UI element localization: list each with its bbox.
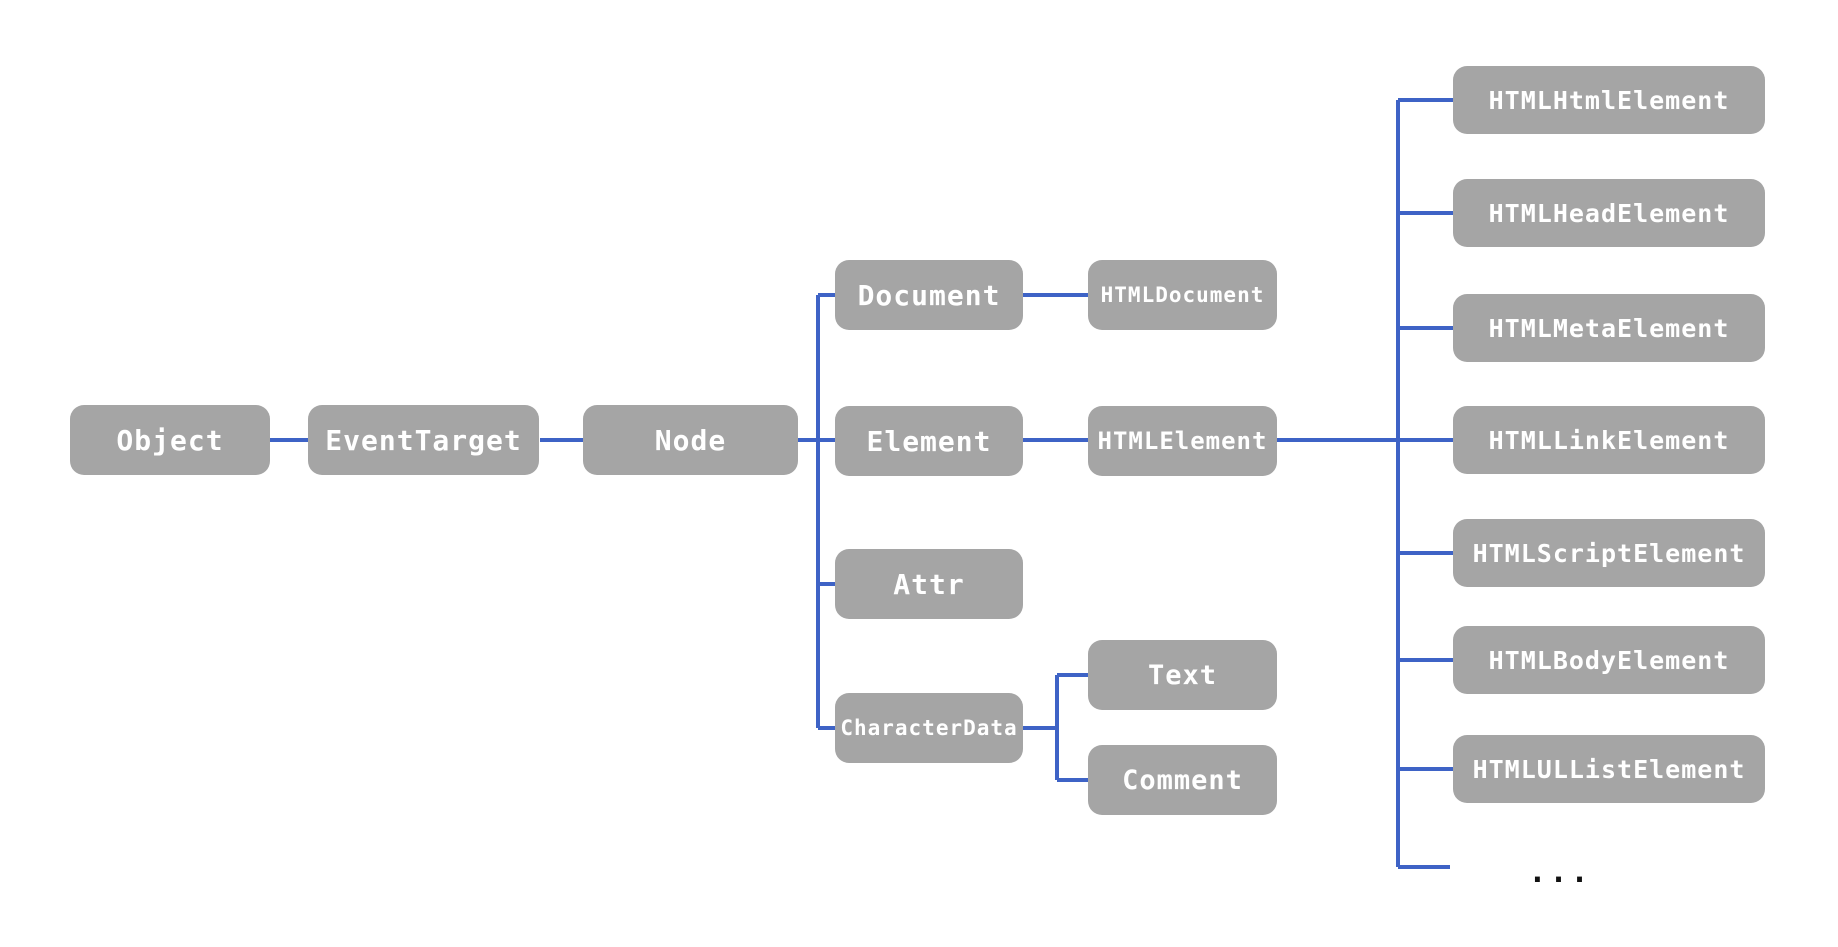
node-element: Element xyxy=(835,406,1023,476)
node-label: Object xyxy=(116,423,224,457)
node-html-element: HTMLElement xyxy=(1088,406,1277,476)
node-label: HTMLHtmlElement xyxy=(1488,85,1730,115)
node-html-head-element: HTMLHeadElement xyxy=(1453,179,1765,247)
node-label: HTMLElement xyxy=(1097,427,1268,455)
node-node: Node xyxy=(583,405,798,475)
node-label: HTMLULListElement xyxy=(1472,754,1746,784)
node-text: Text xyxy=(1088,640,1277,710)
node-character-data: CharacterData xyxy=(835,693,1023,763)
node-object: Object xyxy=(70,405,270,475)
node-label: EventTarget xyxy=(325,423,522,457)
node-label: Element xyxy=(866,424,992,458)
ellipsis-more-elements: ... xyxy=(1528,855,1592,890)
node-label: Document xyxy=(857,278,1001,312)
node-label: Text xyxy=(1147,659,1218,691)
node-label: HTMLHeadElement xyxy=(1488,198,1730,228)
node-comment: Comment xyxy=(1088,745,1277,815)
node-label: HTMLMetaElement xyxy=(1488,313,1730,343)
node-html-script-element: HTMLScriptElement xyxy=(1453,519,1765,587)
node-attr: Attr xyxy=(835,549,1023,619)
node-label: HTMLDocument xyxy=(1100,283,1265,307)
node-label: Attr xyxy=(893,567,965,601)
node-document: Document xyxy=(835,260,1023,330)
node-html-html-element: HTMLHtmlElement xyxy=(1453,66,1765,134)
node-html-link-element: HTMLLinkElement xyxy=(1453,406,1765,474)
node-label: Node xyxy=(654,423,727,457)
node-label: CharacterData xyxy=(840,716,1018,740)
node-label: Comment xyxy=(1122,764,1243,796)
node-label: HTMLLinkElement xyxy=(1488,425,1730,455)
node-label: HTMLBodyElement xyxy=(1488,645,1730,675)
node-event-target: EventTarget xyxy=(308,405,539,475)
node-html-body-element: HTMLBodyElement xyxy=(1453,626,1765,694)
node-label: HTMLScriptElement xyxy=(1472,538,1746,568)
node-html-document: HTMLDocument xyxy=(1088,260,1277,330)
node-html-ul-list-element: HTMLULListElement xyxy=(1453,735,1765,803)
node-html-meta-element: HTMLMetaElement xyxy=(1453,294,1765,362)
